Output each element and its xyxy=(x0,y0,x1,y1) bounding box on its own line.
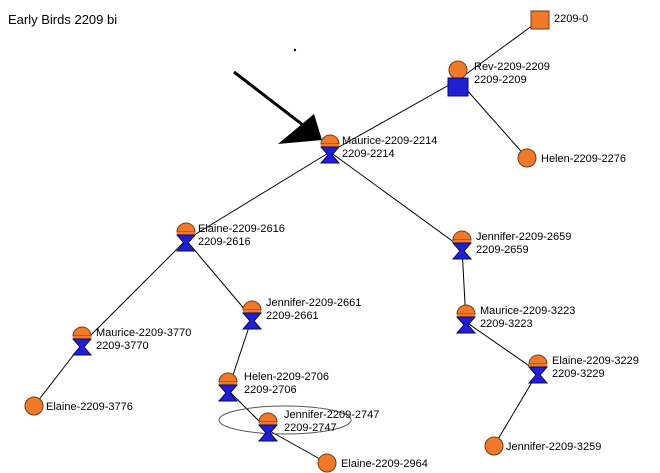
orange-circle-icon xyxy=(517,148,537,168)
node-sublabel: 2209-2209 xyxy=(474,74,527,86)
node-label: Jennifer-2209-2747 xyxy=(284,409,379,421)
node-label: Jennifer-2209-2661 xyxy=(266,297,361,309)
overlay-layer xyxy=(218,48,352,435)
node-helen2276[interactable]: Helen-2209-2276 xyxy=(517,148,626,168)
node-label: Elaine-2209-2616 xyxy=(198,223,285,235)
edge-rev-maurice2214 xyxy=(329,79,459,153)
node-label: Jennifer-2209-2659 xyxy=(476,231,571,243)
node-n2209-0[interactable]: 2209-0 xyxy=(530,10,588,30)
node-jennifer3259[interactable]: Jennifer-2209-3259 xyxy=(484,436,601,456)
node-label: Maurice-2209-2214 xyxy=(342,135,437,147)
edge-maurice3223-elaine3229 xyxy=(465,321,539,373)
half-circle-hourglass-icon xyxy=(217,372,239,402)
edge-maurice2214-jennifer2659 xyxy=(329,151,463,249)
orange-circle-icon xyxy=(24,396,44,416)
node-sublabel: 2209-2706 xyxy=(244,384,297,396)
node-label: Helen-2209-2706 xyxy=(244,371,329,383)
highlight-ellipse xyxy=(218,405,352,435)
node-sublabel: 2209-2661 xyxy=(266,310,319,322)
arrow-pointer-icon xyxy=(233,70,322,144)
edges-layer xyxy=(33,19,541,464)
half-circle-hourglass-icon xyxy=(71,326,93,356)
half-circle-hourglass-icon xyxy=(257,412,279,442)
node-label: Elaine-2209-2964 xyxy=(341,458,428,470)
orange-circle-icon xyxy=(484,436,504,456)
edge-elaine2616-jennifer2661 xyxy=(185,239,253,319)
node-label: Maurice-2209-3223 xyxy=(480,305,575,317)
node-label: Elaine-2209-3776 xyxy=(46,401,133,413)
edge-rev-helen2276 xyxy=(457,79,528,159)
node-label: Maurice-2209-3770 xyxy=(96,327,191,339)
edge-n2209-0-rev xyxy=(457,19,541,81)
half-circle-hourglass-icon xyxy=(175,222,197,252)
edge-maurice2214-elaine2616 xyxy=(185,151,331,241)
node-sublabel: 2209-2616 xyxy=(198,236,251,248)
orange-circle-icon xyxy=(317,453,337,473)
half-circle-hourglass-icon xyxy=(241,300,263,330)
node-label: 2209-0 xyxy=(554,13,588,25)
edge-elaine3229-jennifer3259 xyxy=(493,371,539,447)
node-sublabel: 2209-2214 xyxy=(342,148,395,160)
speck-dot xyxy=(293,48,297,52)
node-sublabel: 2209-3770 xyxy=(96,340,149,352)
square-orange-icon xyxy=(530,10,550,30)
edge-jennifer2747-elaine2964 xyxy=(267,429,328,464)
node-label: Helen-2209-2276 xyxy=(541,153,626,165)
half-circle-hourglass-icon xyxy=(527,354,549,384)
edge-elaine2616-maurice3770 xyxy=(81,239,187,345)
half-circle-hourglass-icon xyxy=(455,304,477,334)
half-circle-hourglass-icon xyxy=(319,134,341,164)
half-circle-hourglass-icon xyxy=(451,230,473,260)
nodes-layer: 2209-0Rev-2209-22092209-2209Helen-2209-2… xyxy=(24,10,639,473)
diagram-title: Early Birds 2209 bi xyxy=(8,12,117,27)
node-sublabel: 2209-2659 xyxy=(476,244,529,256)
node-label: Rev-2209-2209 xyxy=(474,61,550,73)
node-elaine3776[interactable]: Elaine-2209-3776 xyxy=(24,396,133,416)
circle-over-blue-square-icon xyxy=(447,60,469,97)
node-elaine2964[interactable]: Elaine-2209-2964 xyxy=(317,453,428,473)
node-label: Elaine-2209-3229 xyxy=(552,355,639,367)
node-sublabel: 2209-2747 xyxy=(284,422,337,434)
node-sublabel: 2209-3223 xyxy=(480,318,533,330)
node-sublabel: 2209-3229 xyxy=(552,368,605,380)
node-label: Jennifer-2209-3259 xyxy=(506,441,601,453)
